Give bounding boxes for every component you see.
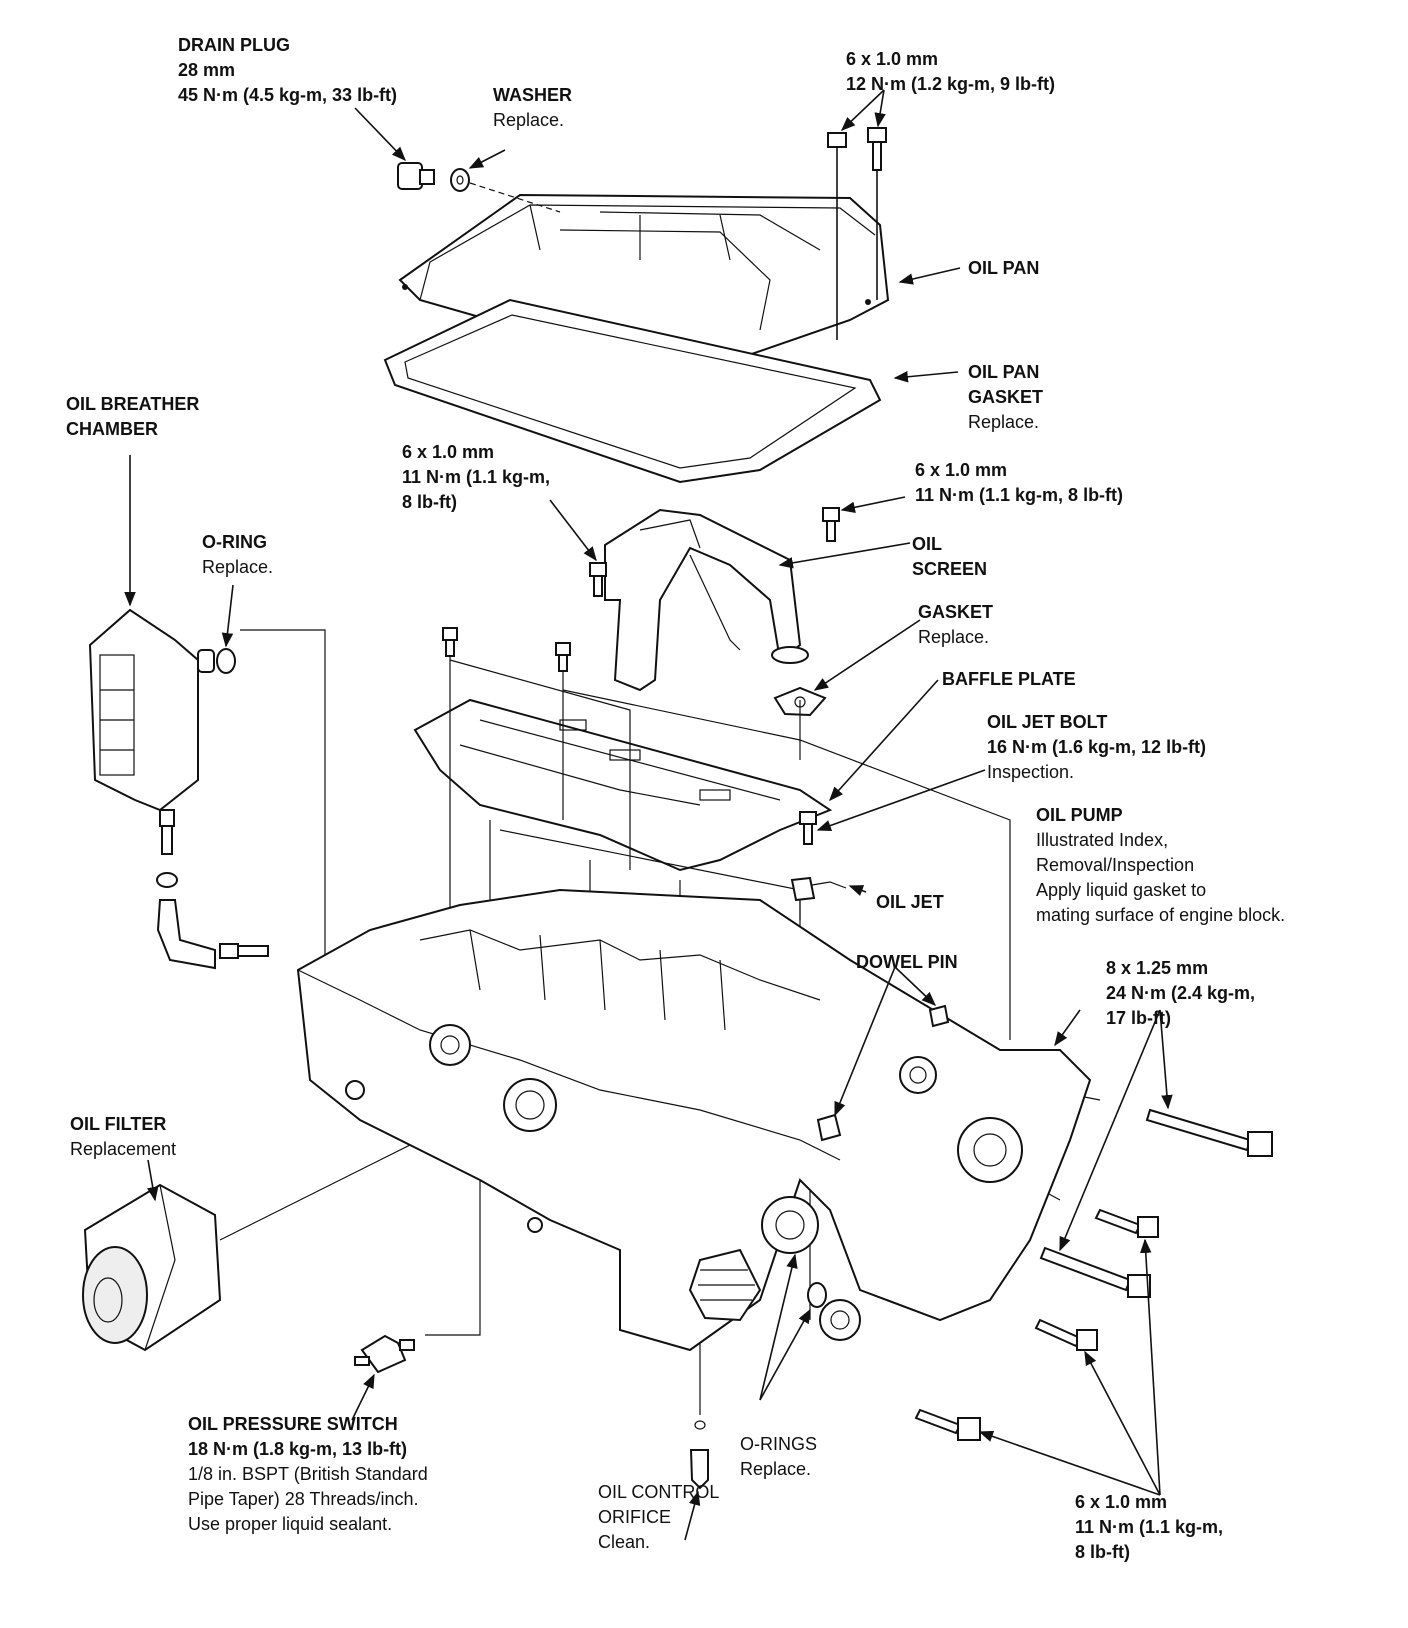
baffle-plate-label: BAFFLE PLATE [942,669,1076,689]
oil-filter-label: OIL FILTER Replacement [70,1114,177,1159]
drain-plug [397,162,435,190]
oil-pressure-switch-label: OIL PRESSURE SWITCH 18 N·m (1.8 kg-m, 13… [188,1414,428,1534]
oil-screen-bolt-left-label: 6 x 1.0 mm 11 N·m (1.1 kg-m, 8 lb-ft) [402,442,551,512]
pump-bolts [914,1108,1273,1441]
oil-jet-label: OIL JET [876,892,944,912]
lower-bolt-label: 6 x 1.0 mm 11 N·m (1.1 kg-m, 8 lb-ft) [1075,1492,1224,1562]
washer-part [450,168,470,192]
leader-arrows [124,89,1173,1541]
oil-pressure-switch-part [354,1334,415,1374]
oil-screen-part [604,508,809,692]
oil-pan-bolt-label: 6 x 1.0 mm 12 N·m (1.2 kg-m, 9 lb-ft) [846,49,1056,94]
oil-jet-bolt-label: OIL JET BOLT 16 N·m (1.6 kg-m, 12 lb-ft)… [987,712,1207,782]
o-rings-label: O-RINGS Replace. [740,1434,818,1479]
oil-jet-part [790,811,847,935]
oil-screen-bolt-right-label: 6 x 1.0 mm 11 N·m (1.1 kg-m, 8 lb-ft) [915,460,1124,505]
oil-breather-chamber-part [88,608,269,970]
engine-block [296,888,1092,1352]
dowel-pin-label: DOWEL PIN [856,952,958,972]
oil-screen-label: OIL SCREEN [912,534,988,579]
baffle-bolts [442,627,571,672]
oil-control-orifice-part [689,1420,709,1490]
gasket-label: GASKET Replace. [918,602,994,647]
oil-pan-label: OIL PAN [968,258,1040,278]
drain-plug-label: DRAIN PLUG 28 mm 45 N·m (4.5 kg-m, 33 lb… [178,35,398,105]
baffle-plate-part [413,698,833,872]
oil-pan-gasket-label: OIL PAN GASKET Replace. [968,362,1044,432]
o-ring-part [216,648,236,674]
oil-screen-bolts [589,507,840,597]
oil-filter-part [82,1183,222,1352]
oil-pump-bolt-label: 8 x 1.25 mm 24 N·m (2.4 kg-m, 17 lb-ft) [1106,958,1256,1028]
oil-pan-bolts [827,127,887,340]
oil-pump-label: OIL PUMP Illustrated Index, Removal/Insp… [1036,805,1286,925]
oil-control-orifice-label: OIL CONTROL ORIFICE Clean. [598,1482,720,1552]
oil-pan-gasket [383,298,882,484]
washer-label: WASHER Replace. [493,85,573,130]
o-ring-label: O-RING Replace. [202,532,274,577]
oil-breather-chamber-label: OIL BREATHER CHAMBER [66,394,200,439]
